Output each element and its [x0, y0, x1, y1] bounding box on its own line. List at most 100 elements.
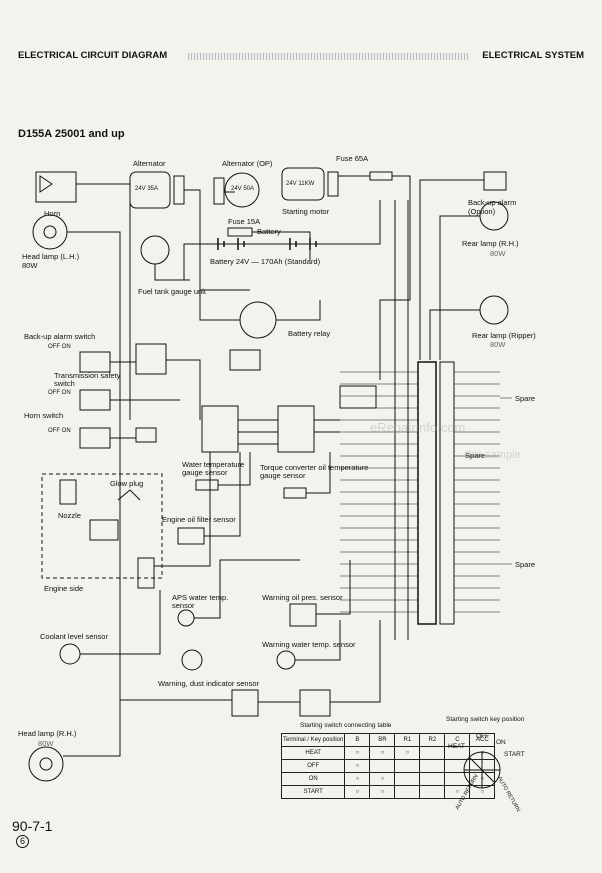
horn-label: Horn	[44, 209, 61, 218]
key-on: ON	[496, 739, 506, 746]
starting-motor-icon	[281, 167, 325, 201]
switch-connecting-table: Terminal / Key position B BR R1 R2 C ACC…	[280, 733, 496, 799]
spare-label-3: Spare	[515, 560, 536, 569]
spare-label-1: Spare	[515, 394, 536, 403]
engine-side-box	[41, 473, 163, 579]
alternator-op-icon	[224, 172, 260, 208]
backup-alarm-icon	[483, 171, 507, 191]
coolant-label: Coolant level sensor	[40, 632, 108, 641]
off-on-1: OFF ON	[48, 344, 71, 350]
table-header-row: Terminal / Key position B BR R1 R2 C ACC	[280, 733, 496, 747]
row-off: OFF	[280, 759, 346, 773]
warn-water-sensor-icon	[276, 650, 296, 670]
spare-arrows	[500, 397, 512, 565]
dust-label: Warning, dust indicator sensor	[158, 679, 260, 688]
rear-lamp-ripper-label: Rear lamp (Ripper)	[472, 331, 536, 340]
spare-label-2: Spare	[465, 451, 486, 460]
nozzle-label: Nozzle	[58, 511, 81, 520]
off-on-3: OFF ON	[48, 428, 71, 434]
fuse-15a-icon	[227, 227, 253, 237]
fuse-15a-label: Fuse 15A	[228, 217, 261, 226]
horn-symbol	[39, 175, 53, 193]
horn-switch-icon	[79, 427, 111, 449]
nozzle-icon	[59, 479, 77, 505]
torque-temp-label: Torque converter oil temperature gauge s…	[260, 463, 369, 481]
table-corner: Terminal / Key position	[280, 733, 346, 747]
header-left-title: ELECTRICAL CIRCUIT DIAGRAM	[18, 50, 168, 61]
dust-sensor-icon	[231, 689, 259, 717]
glow-plug-label: Glow plug	[110, 479, 144, 488]
alternator-label: Alternator	[133, 159, 166, 168]
connector-a	[201, 405, 239, 453]
aps-sensor-label: APS water temp. sensor	[172, 593, 229, 611]
battery-label: Battery	[257, 227, 281, 236]
key-heat: HEAT	[448, 743, 465, 750]
battery-spec: Battery 24V — 170Ah (Standard)	[210, 257, 321, 266]
fuse-65a-label: Fuse 65A	[336, 154, 369, 163]
oil-filter-label: Engine oil filter sensor	[162, 515, 236, 524]
battery-relay-label: Battery relay	[288, 329, 331, 338]
warn-oil-label: Warning oil pres. sensor	[262, 593, 343, 602]
row-heat: HEAT	[280, 746, 346, 760]
terminal-acc: ACC	[469, 733, 496, 747]
backup-alarm-label: Back-up alarm (Option)	[468, 198, 517, 216]
rear-lamp-rh-watt: 80W	[490, 249, 506, 258]
header-right-title: ELECTRICAL SYSTEM	[482, 50, 584, 61]
table-row: ON○○○	[280, 772, 496, 786]
torque-temp-sensor-icon	[283, 487, 307, 499]
row-start: START	[280, 785, 346, 799]
fuel-gauge-icon	[140, 235, 170, 265]
table-row: START○○○○	[280, 785, 496, 799]
coolant-sensor-icon	[59, 643, 81, 665]
terminal-b: B	[344, 733, 371, 747]
key-start: START	[504, 751, 525, 758]
terminal-r2: R2	[419, 733, 446, 747]
terminal-r1: R1	[394, 733, 421, 747]
head-lamp-rh-label: Head lamp (R.H.)	[18, 729, 77, 738]
page-sub-number: 6	[16, 835, 29, 848]
backup-switch-label: Back-up alarm switch	[24, 332, 96, 341]
rear-lamp-ripper-icon	[479, 295, 509, 325]
head-lamp-lh-label: Head lamp (L.H.)	[22, 252, 80, 261]
head-lamp-lh-icon	[32, 214, 68, 250]
trans-switch-icon	[79, 389, 111, 411]
warn-oil-sensor-icon	[289, 603, 317, 627]
head-lamp-rh-watt: 80W	[38, 739, 54, 748]
glow-plug-symbol	[117, 489, 141, 501]
alternator-icon	[129, 171, 171, 209]
watermark-2: this sample	[465, 449, 521, 461]
rear-lamp-rh-label: Rear lamp (R.H.)	[462, 239, 519, 248]
backup-switch-icon	[79, 351, 111, 373]
oil-filter-sensor-icon	[177, 527, 205, 545]
wire-alternator	[184, 189, 201, 300]
trans-switch-label: Transmission safety switch	[54, 371, 121, 389]
fuel-gauge-label: Fuel tank gauge unit	[138, 287, 206, 296]
row-on: ON	[280, 772, 346, 786]
switch-table-title: Starting switch connecting table	[300, 722, 392, 729]
terminal-br: BR	[369, 733, 396, 747]
main-connector	[417, 361, 437, 625]
key-off: OFF	[476, 733, 489, 740]
starting-motor-rating: 24V 11KW	[286, 181, 315, 187]
water-temp-sensor-icon	[195, 479, 219, 491]
page-number: 90-7-1	[12, 818, 53, 834]
horn-switch-label: Horn switch	[24, 411, 64, 420]
connector-b	[277, 405, 315, 453]
starting-motor-label: Starting motor	[282, 207, 330, 216]
wire-headlamp-lh	[67, 231, 121, 300]
off-on-2: OFF ON	[48, 390, 71, 396]
head-lamp-lh-watt: 80W	[22, 261, 38, 270]
alternator-op-rating: 24V 50A	[231, 186, 255, 192]
model-title: D155A 25001 and up	[18, 128, 125, 140]
key-title: Starting switch key position	[446, 716, 525, 723]
watermark: eRepairInfo.com	[370, 420, 466, 435]
aps-sensor-icon	[177, 609, 195, 627]
warn-water-label: Warning water temp. sensor	[262, 640, 356, 649]
header-rule	[188, 53, 470, 60]
rear-lamp-ripper-watt: 80W	[490, 340, 506, 349]
head-lamp-rh-icon	[28, 746, 64, 782]
page-header: ELECTRICAL CIRCUIT DIAGRAM ELECTRICAL SY…	[18, 50, 584, 64]
engine-side-label: Engine side	[44, 584, 84, 593]
glow-plug-icon	[89, 519, 119, 541]
